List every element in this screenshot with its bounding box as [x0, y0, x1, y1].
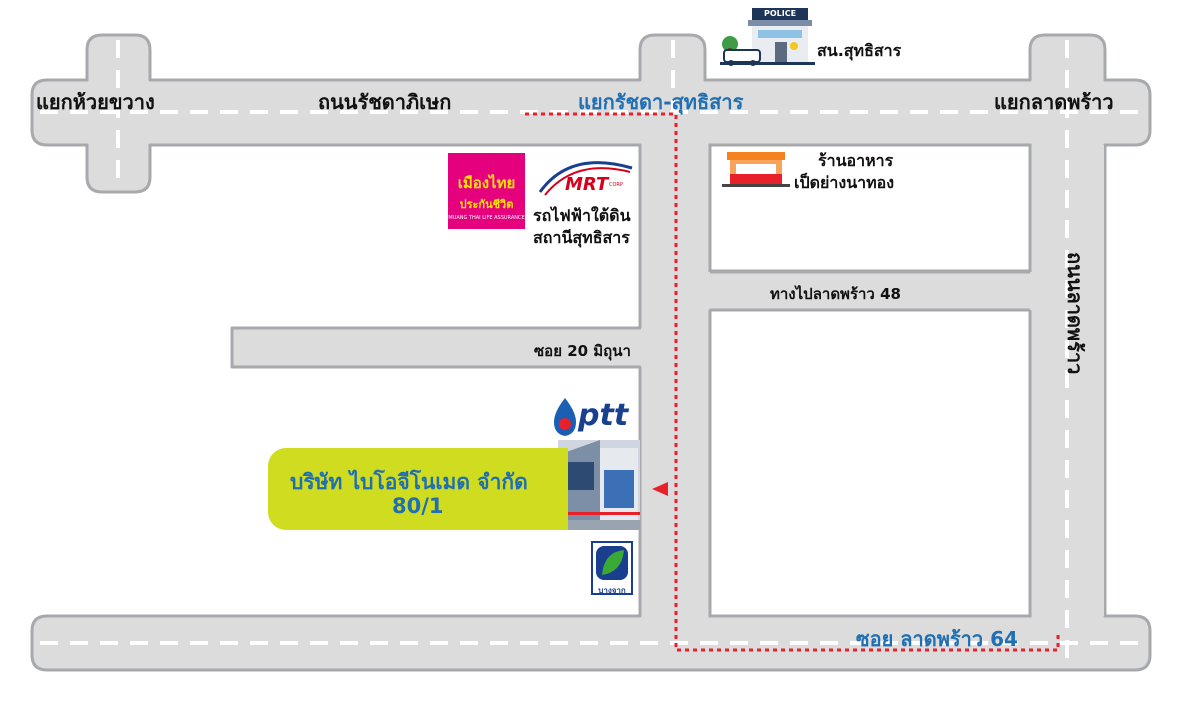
police-sign-text: POLICE: [763, 9, 797, 18]
bangchak-logo-icon: [591, 541, 633, 595]
label-police-station: สน.สุทธิสาร: [817, 41, 902, 60]
label-lat-phrao-road: ถนนลาดพร้าว: [1063, 252, 1087, 375]
block-lower-right: [708, 308, 1032, 618]
label-soi-20-mithuna: ซอย 20 มิถุนา: [534, 342, 631, 360]
mrt-logo-swoosh: [538, 161, 633, 193]
bangchak-logo-text: บางจาก: [598, 586, 626, 595]
label-restaurant-line1: ร้านอาหาร: [818, 151, 894, 170]
label-soi-lat-phrao-64: ซอย ลาดพร้าว 64: [856, 627, 1018, 651]
ptt-logo-icon: [554, 398, 576, 436]
label-restaurant-line2: เป็ดย่างนาทอง: [794, 173, 895, 192]
label-mrt-line1: รถไฟฟ้าใต้ดิน: [533, 206, 631, 225]
label-to-lat-phrao-48: ทางไปลาดพร้าว 48: [770, 285, 901, 303]
company-highlight-box: [268, 448, 568, 530]
insurance-logo: เมืองไทย ประกันชีวิต MUANG THAI LIFE ASS…: [448, 153, 525, 229]
mrt-logo-text: MRT: [565, 174, 609, 195]
mrt-logo-sub: CORP: [609, 182, 623, 188]
label-ratchada-sutthisan: แยกรัชดา-สุทธิสาร: [578, 90, 744, 114]
company-building-image: [558, 440, 640, 530]
insurance-logo-line2: ประกันชีวิต: [459, 198, 514, 211]
insurance-logo-line1: เมืองไทย: [457, 174, 516, 192]
label-lat-phrao-junction: แยกลาดพร้าว: [994, 90, 1114, 114]
road-centerlines: [40, 40, 1145, 665]
restaurant-icon: [722, 152, 790, 187]
route-arrow: [652, 482, 668, 496]
company-name: บริษัท ไบโอจีโนเมด จำกัด: [290, 470, 528, 494]
label-ratchadaphisek: ถนนรัชดาภิเษก: [318, 90, 452, 114]
label-mrt-line2: สถานีสุทธิสาร: [533, 228, 630, 247]
road-soi-48: [705, 272, 1030, 309]
route-line: [525, 112, 1060, 652]
ptt-logo-text: ptt: [578, 398, 629, 433]
police-station-icon: [720, 8, 815, 66]
label-huai-khwang: แยกห้วยขวาง: [36, 90, 155, 114]
company-address: 80/1: [392, 494, 444, 518]
insurance-logo-line3: MUANG THAI LIFE ASSURANCE: [448, 215, 525, 221]
